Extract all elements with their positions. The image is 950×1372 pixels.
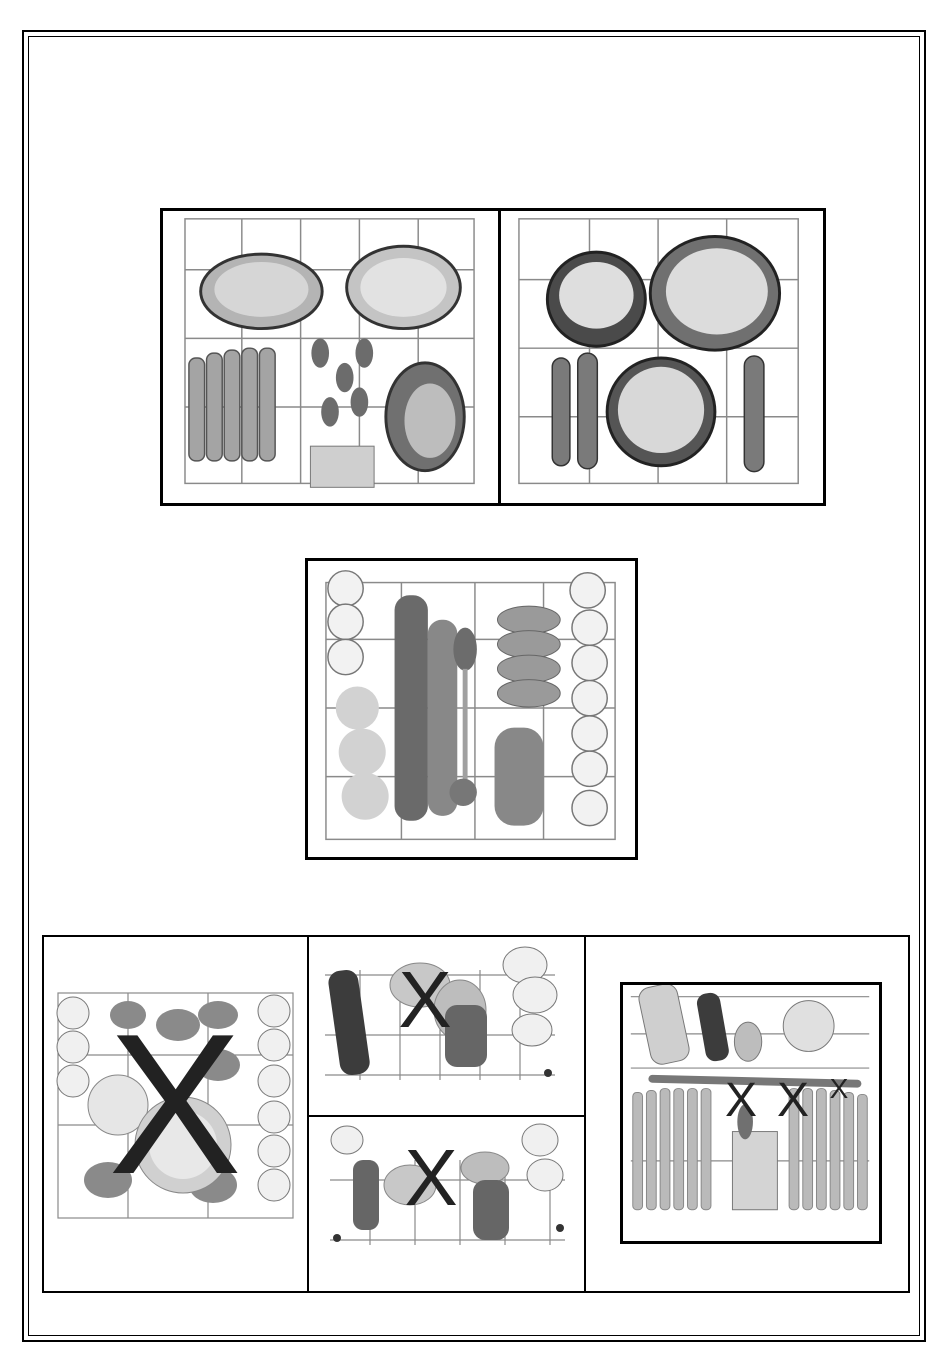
row-divider-horizontal bbox=[309, 1115, 584, 1117]
row-divider-2 bbox=[584, 935, 586, 1293]
lower-basket-pans-and-plates-illustration bbox=[163, 211, 498, 503]
wrong-upper-basket-panel: X bbox=[48, 985, 303, 1225]
wrong-mark-x-2: X bbox=[775, 1077, 811, 1125]
lower-basket-pots-and-pans-illustration bbox=[501, 211, 823, 503]
wrong-mark-x: X bbox=[395, 1138, 467, 1218]
wrong-mark-x-3: X bbox=[828, 1075, 850, 1103]
row-divider-1 bbox=[307, 935, 309, 1293]
wrong-mark-x: X bbox=[100, 1005, 250, 1205]
wrong-side-top-panel: X bbox=[320, 940, 582, 1112]
wrong-mark-x: X bbox=[390, 960, 460, 1040]
wrong-side-bottom-panel: X bbox=[325, 1120, 583, 1265]
upper-basket-cups-panel bbox=[305, 558, 638, 860]
wrong-mark-x-1: X bbox=[723, 1077, 759, 1125]
wrong-spray-arm-panel: X X X bbox=[620, 982, 882, 1244]
upper-basket-cups-and-glasses-illustration bbox=[308, 561, 635, 857]
lower-basket-pans-left-panel bbox=[160, 208, 501, 506]
lower-basket-pans-right-panel bbox=[498, 208, 826, 506]
